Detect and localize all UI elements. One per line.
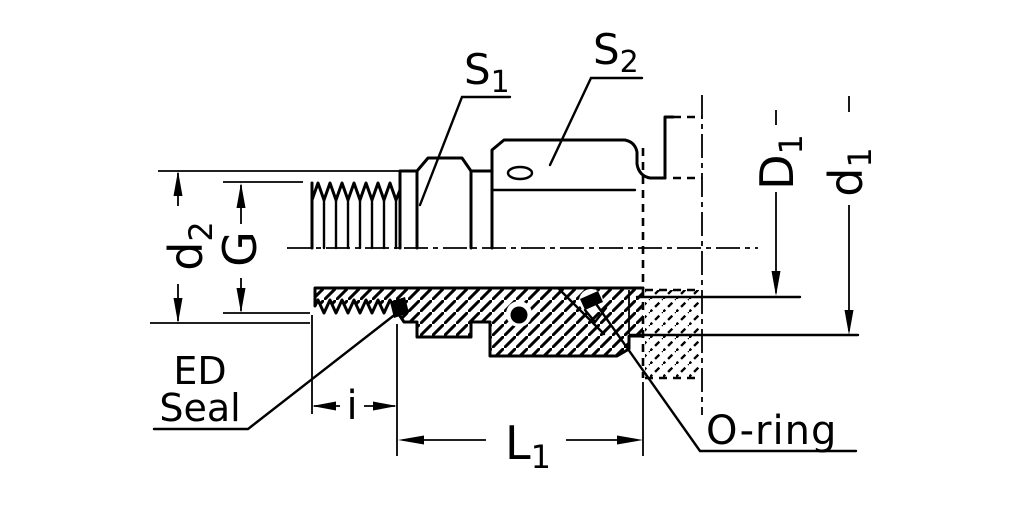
hidden-tube-lines [641, 115, 702, 378]
i-arrow-right [373, 401, 397, 411]
fitting-upper-outline [310, 115, 702, 378]
o-ring-leader-line [592, 299, 858, 453]
cutting-ring-section [580, 291, 603, 310]
d2-arrow-up [173, 171, 183, 196]
d1-arrow-down [844, 310, 854, 335]
d2-label: d2 [159, 221, 220, 271]
section-outline [313, 286, 645, 358]
L1-arrow-right [617, 435, 643, 445]
g-arrow-up [236, 183, 246, 208]
ed-seal-ring-upper [398, 169, 419, 250]
i-label: i [346, 383, 357, 429]
ed-seal-section [390, 297, 409, 318]
L1-label: L1 [505, 416, 551, 476]
dimension-d2: d2 [150, 170, 400, 324]
hidden-tube-section-outline [645, 288, 700, 380]
s1-leader-line [418, 95, 512, 207]
dimension-d1: d1 [628, 96, 879, 337]
o-ring-label: O-ring [706, 408, 837, 454]
g-arrow-down [236, 288, 246, 313]
d2-arrow-down [173, 298, 183, 323]
dimension-i: i [311, 315, 398, 456]
g-label: G [213, 231, 267, 267]
callout-o-ring: O-ring [592, 299, 858, 454]
ed-seal-label-line2: Seal [159, 386, 240, 430]
ed-seal-leader-line [152, 311, 399, 431]
callout-ed-seal: ED Seal [152, 311, 399, 431]
d1-label: d1 [819, 147, 879, 197]
callout-s2: S2 [548, 25, 644, 167]
ed-seal-label-line1: ED [173, 349, 226, 393]
dimension-L1: L1 [398, 382, 644, 476]
D1-label: D1 [750, 134, 810, 190]
dimension-g: G [213, 181, 310, 314]
dimension-D1: D1 [635, 110, 810, 299]
thread-flank-lines [322, 198, 398, 250]
s1-label: S1 [464, 45, 510, 100]
body-hex-s1 [415, 156, 473, 250]
nut-flat-marking [506, 165, 534, 181]
s2-label: S2 [593, 25, 639, 80]
nut-s2-outline [490, 138, 667, 250]
centerlines [287, 95, 758, 415]
L1-arrow-left [398, 435, 424, 445]
i-arrow-left [312, 401, 336, 411]
male-thread-profile [310, 181, 402, 202]
o-ring-section [510, 306, 528, 324]
s2-leader-line [548, 76, 644, 167]
rear-collar-edge [663, 115, 675, 180]
cone-interface-line [556, 286, 606, 336]
D1-arrow-down [771, 271, 781, 296]
callout-s1: S1 [418, 45, 512, 207]
